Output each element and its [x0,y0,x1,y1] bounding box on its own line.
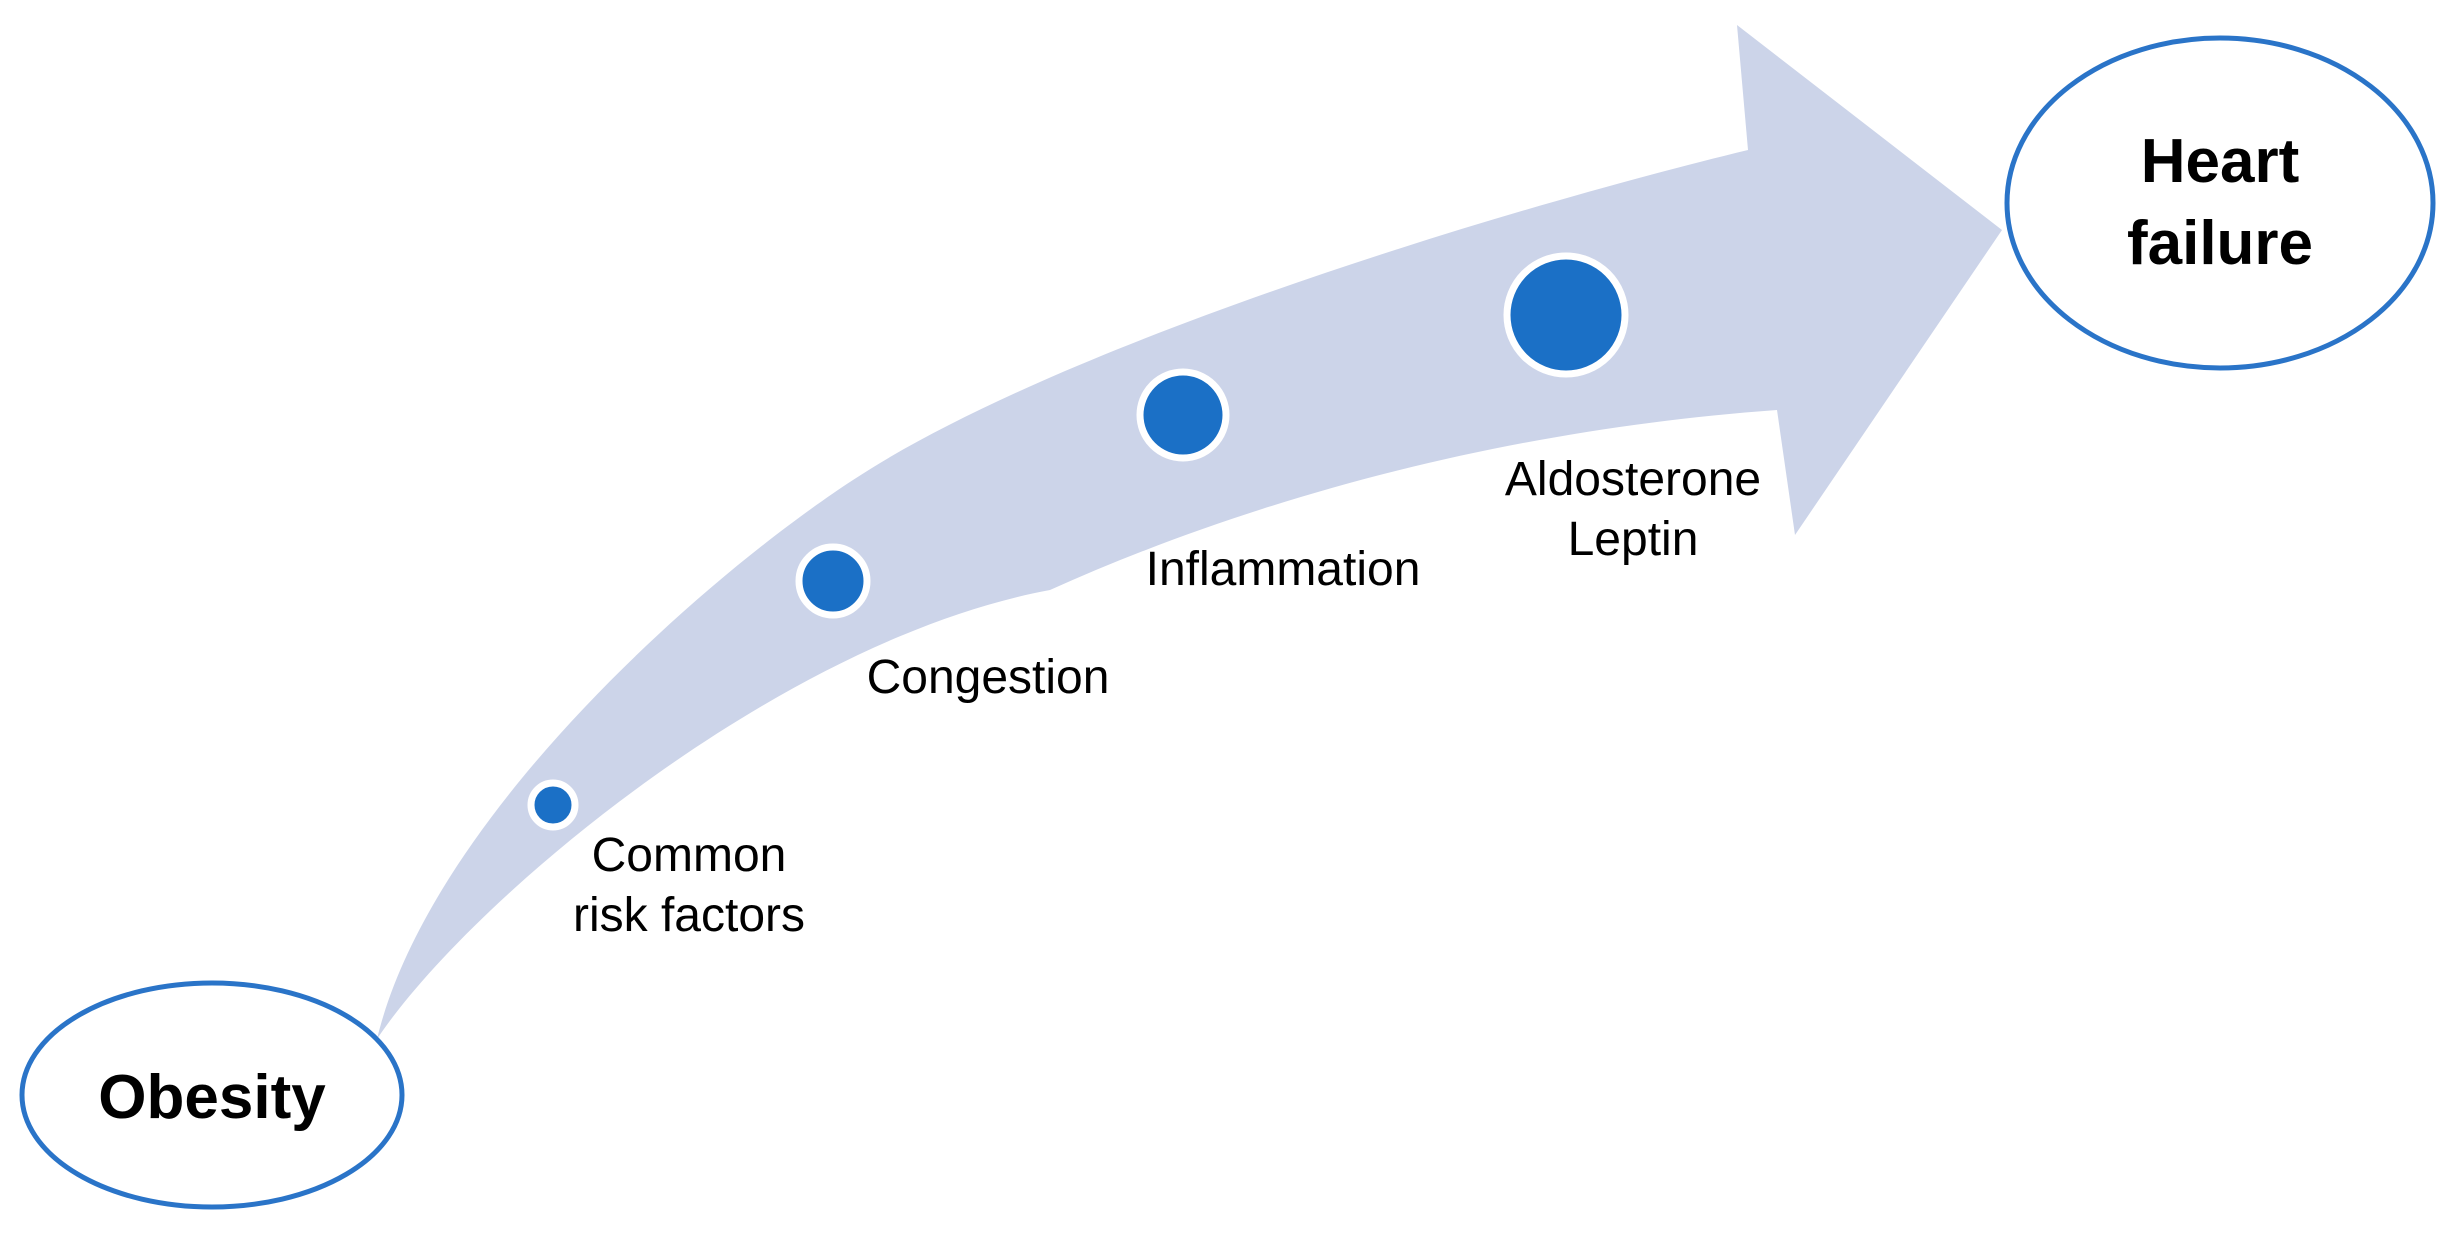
heart-failure-label: Heart failure [2126,127,2314,278]
step-circle-4 [1503,252,1629,378]
step-label-3: Inflammation [1145,543,1421,596]
obesity-node-ellipse [19,980,405,1210]
step-label-2: Congestion [866,651,1110,704]
heart-failure-node-ellipse [2004,35,2436,371]
step-circle-1 [527,779,579,831]
step-label-1: Common risk factors [572,829,806,942]
step-circle-2 [795,543,871,619]
obesity-label: Obesity [98,1063,326,1133]
step-label-4: Aldosterone Leptin [1504,453,1762,566]
step-circles [527,252,1629,831]
step-circle-3 [1136,368,1230,462]
